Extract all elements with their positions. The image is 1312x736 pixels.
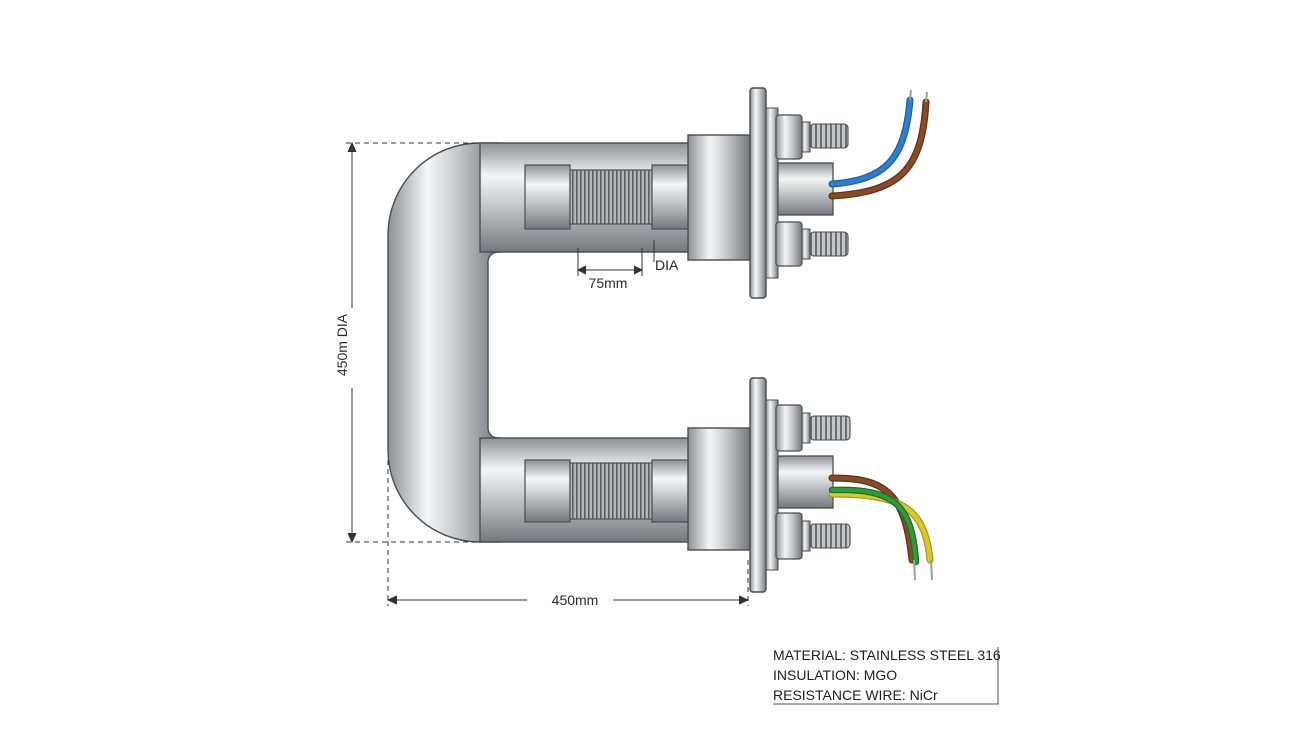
upper-flange [749, 87, 767, 299]
upper-sleeve-right [651, 164, 691, 230]
lower-lead-wires [828, 474, 934, 581]
lower-terminal-assembly [524, 377, 934, 593]
lower-terminal-head [687, 427, 751, 551]
lower-sleeve-right [651, 459, 691, 523]
lower-heating-coil [569, 462, 653, 520]
upper-terminal-assembly [524, 87, 930, 299]
lower-top-stud [809, 415, 851, 441]
upper-terminal-head [687, 134, 751, 261]
lower-bottom-nut [775, 512, 803, 560]
upper-bottom-nut [775, 221, 803, 267]
spec-box: MATERIAL: STAINLESS STEEL 316 INSULATION… [773, 647, 1001, 705]
upper-terminal-boss [777, 162, 834, 216]
coil-length-label: 75mm [589, 275, 628, 291]
lower-sleeve-left [524, 459, 571, 523]
lower-bottom-stud [809, 523, 851, 549]
lower-terminal-boss [777, 455, 834, 509]
upper-top-nut [775, 114, 803, 160]
tube-diameter-label: DIA [655, 257, 679, 273]
lower-flange [749, 377, 767, 593]
lower-top-nut [775, 404, 803, 452]
material-spec: MATERIAL: STAINLESS STEEL 316 [773, 647, 1001, 663]
dimension-lines [346, 141, 750, 606]
upper-heating-coil [569, 169, 653, 225]
width-dimension-label: 450mm [552, 592, 599, 608]
height-dimension-label: 450m DIA [334, 313, 350, 376]
upper-top-stud [809, 123, 849, 149]
upper-bottom-stud [809, 231, 849, 257]
insulation-spec: INSULATION: MGO [773, 667, 897, 683]
upper-sleeve-left [524, 164, 571, 230]
u-tube-bend [387, 142, 501, 543]
resistance-wire-spec: RESISTANCE WIRE: NiCr [773, 687, 938, 703]
upper-lead-wires [828, 89, 930, 200]
